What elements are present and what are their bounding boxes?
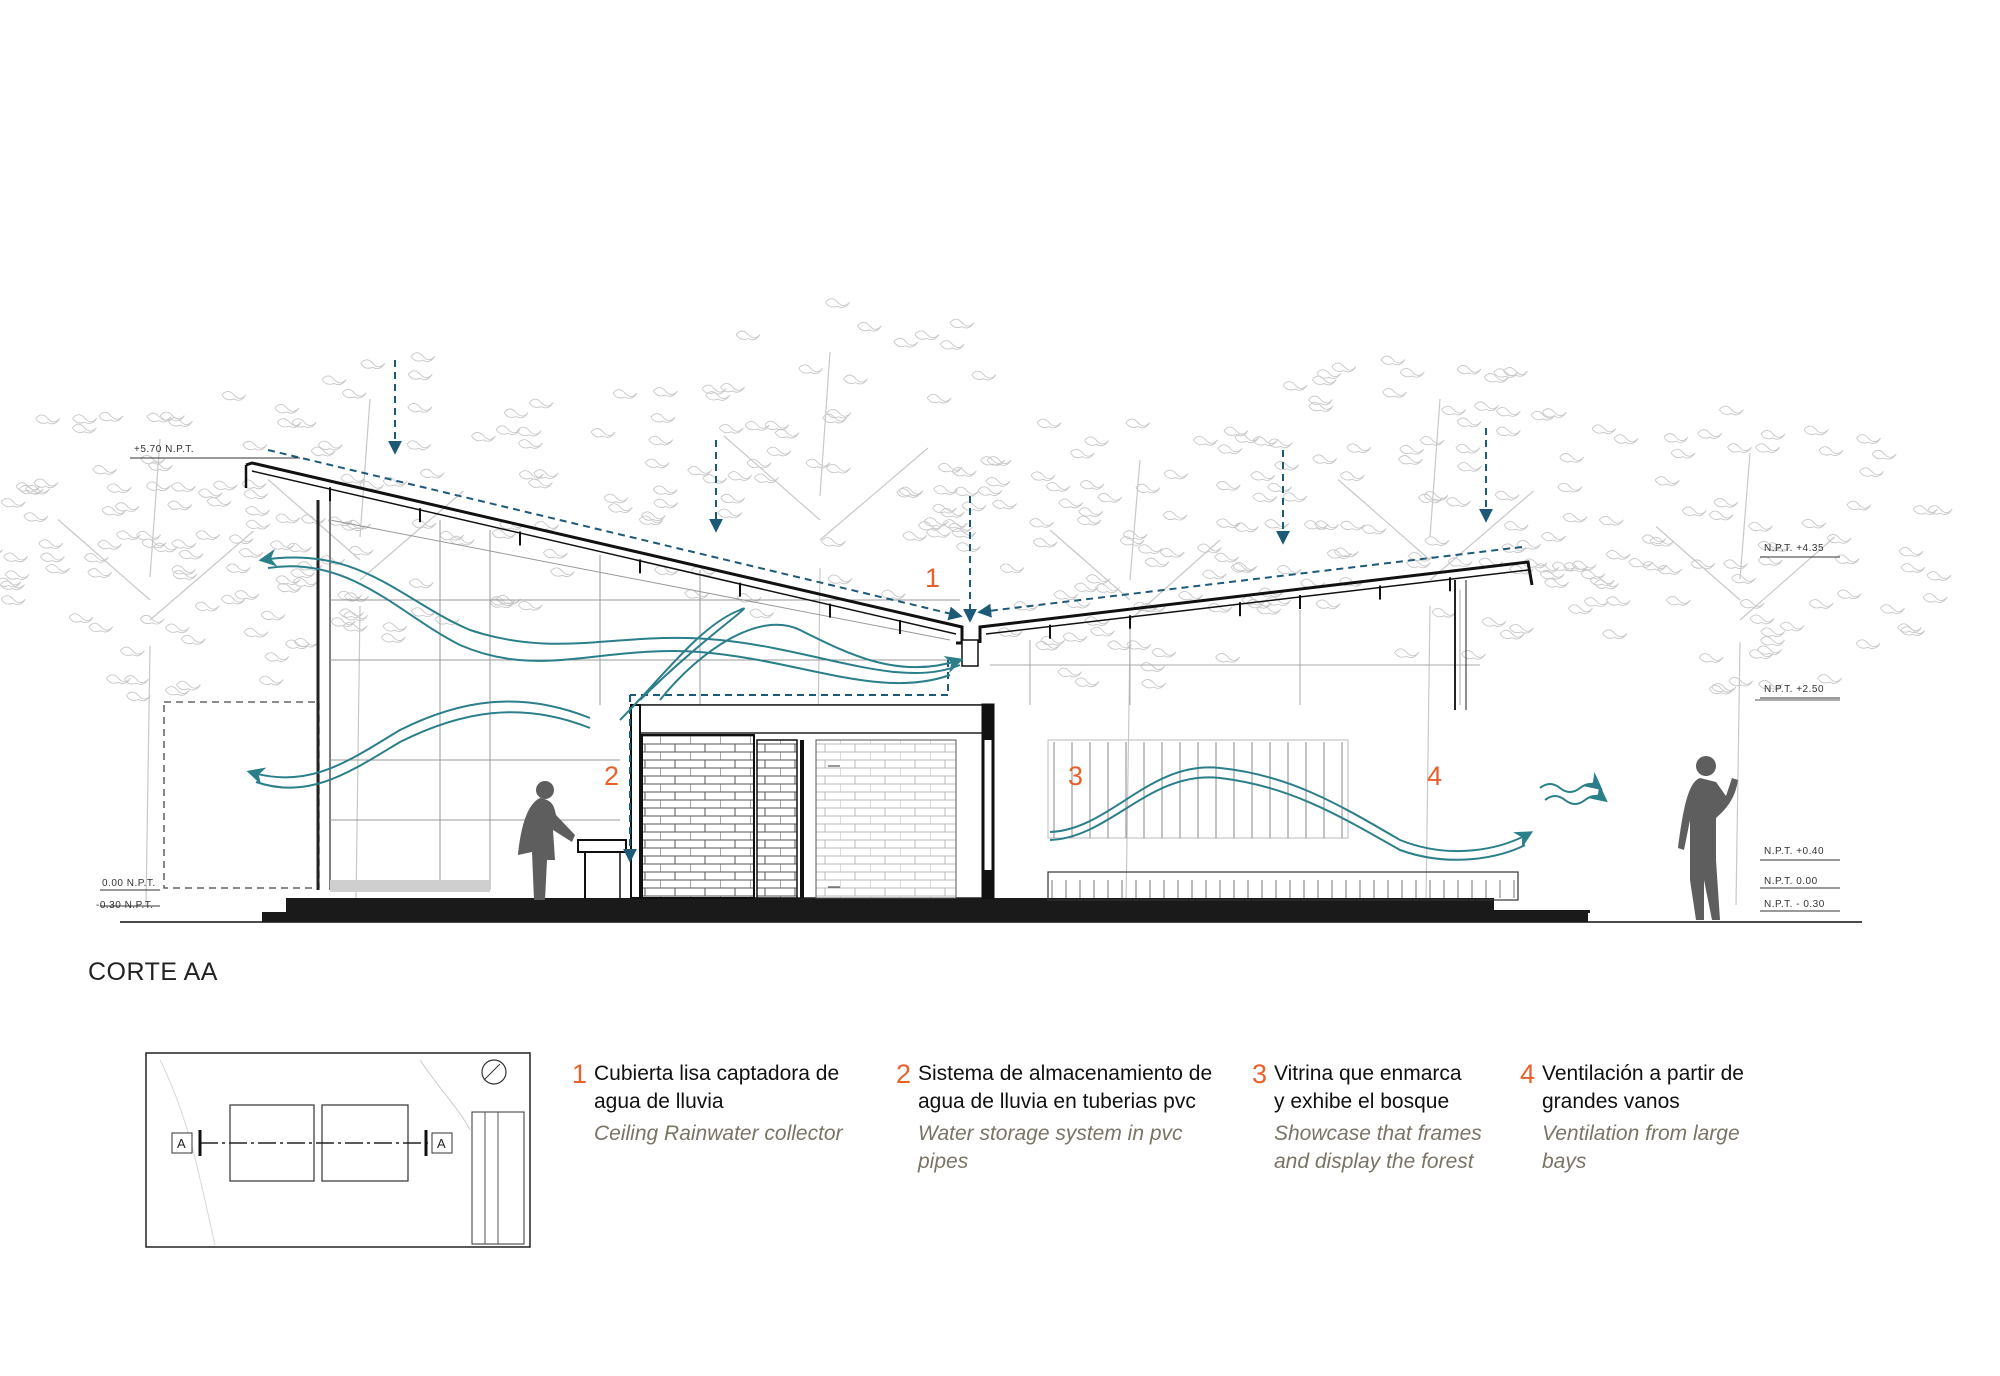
legend-english: Showcase that frames and display the for… bbox=[1274, 1122, 1482, 1173]
legend-number: 2 bbox=[896, 1059, 912, 1089]
tree bbox=[1230, 355, 1680, 906]
marker-3: 3 bbox=[1068, 761, 1083, 791]
legend-spanish: Cubierta lisa captadora de agua de lluvi… bbox=[594, 1062, 840, 1113]
tree bbox=[955, 418, 1352, 906]
level-label-zero-left: 0.00 N.P.T. bbox=[102, 878, 156, 889]
people bbox=[518, 756, 1738, 920]
legend-spanish: Vitrina que enmarca y exhibe el bosque bbox=[1274, 1062, 1462, 1113]
legend-spanish: Ventilación a partir de grandes vanos bbox=[1542, 1062, 1744, 1113]
rain-arrows bbox=[267, 360, 1523, 863]
background-trees bbox=[0, 298, 1953, 906]
level-label-minus-right: N.P.T. - 0.30 bbox=[1764, 899, 1825, 910]
level-label-minus-left: -0.30 N.P.T. bbox=[96, 900, 154, 911]
legend-english: Ventilation from large bays bbox=[1542, 1122, 1740, 1173]
drawing-title: CORTE AA bbox=[88, 958, 218, 986]
level-label-250: N.P.T. +2.50 bbox=[1764, 684, 1824, 695]
marker-4: 4 bbox=[1427, 761, 1442, 791]
tree bbox=[136, 352, 575, 906]
legend-number: 4 bbox=[1520, 1059, 1536, 1089]
marker-2: 2 bbox=[604, 761, 619, 791]
level-marks bbox=[100, 457, 1840, 912]
key-plan-mark-left: A bbox=[177, 1136, 186, 1151]
tree bbox=[1534, 405, 1953, 906]
legend-number: 1 bbox=[572, 1059, 588, 1089]
level-label-435: N.P.T. +4.35 bbox=[1764, 543, 1824, 554]
level-label-top-left: +5.70 N.P.T. bbox=[134, 444, 194, 455]
level-label-000: N.P.T. 0.00 bbox=[1764, 876, 1818, 887]
dashed-volume bbox=[163, 701, 320, 889]
legend-english: Water storage system in pvc pipes bbox=[918, 1122, 1183, 1173]
roof bbox=[244, 461, 1534, 667]
key-plan bbox=[145, 1052, 531, 1248]
legend-english: Ceiling Rainwater collector bbox=[594, 1122, 843, 1145]
ground bbox=[120, 898, 1862, 923]
legend-spanish: Sistema de almacenamiento de agua de llu… bbox=[918, 1062, 1213, 1113]
level-label-040: N.P.T. +0.40 bbox=[1764, 846, 1824, 857]
tree bbox=[0, 411, 384, 906]
air-flow bbox=[246, 548, 1608, 861]
legend-number: 3 bbox=[1252, 1059, 1268, 1089]
left-frame bbox=[316, 495, 960, 892]
key-plan-mark-right: A bbox=[437, 1136, 446, 1151]
marker-1: 1 bbox=[925, 563, 940, 593]
showcase-vitrine bbox=[1047, 739, 1519, 901]
right-frame bbox=[990, 580, 1840, 710]
central-block bbox=[577, 703, 995, 900]
